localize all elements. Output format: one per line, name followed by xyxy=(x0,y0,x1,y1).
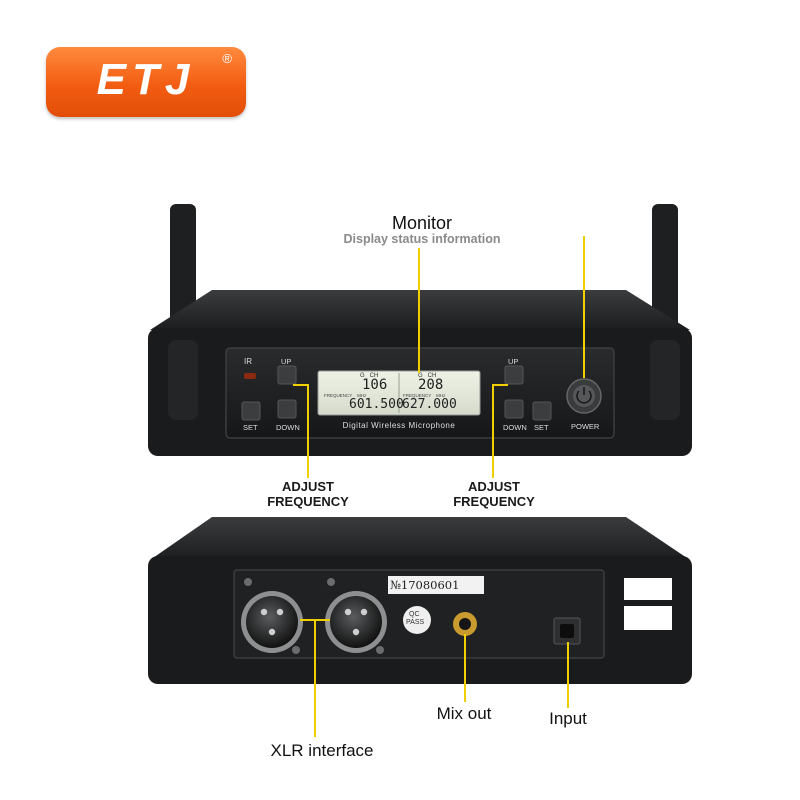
power-label: POWER xyxy=(571,422,600,431)
adjust-frequency-left-line2: FREQUENCY xyxy=(267,494,349,509)
adjust-frequency-right-line1: ADJUST xyxy=(467,479,520,494)
up-right-label: UP xyxy=(508,357,519,366)
adjust-right-line-v xyxy=(492,384,494,478)
lcd-ch-label-right: G CH xyxy=(418,373,437,379)
set-left-label: SET xyxy=(243,423,258,432)
qc-sticker xyxy=(403,606,431,634)
brand-logo: ETJ ® xyxy=(46,47,246,117)
lcd-frequency-left: 601.500 xyxy=(349,397,404,412)
lcd-freq-label-left: FREQUENCY MHz xyxy=(324,393,367,398)
xlr-interface-label: XLR interface xyxy=(270,741,374,760)
adjust-left-line-h xyxy=(293,384,309,386)
lcd-channel-left: 106 xyxy=(362,377,388,393)
input-callout-line xyxy=(567,642,569,708)
ir-label: IR xyxy=(244,357,252,366)
down-left-label: DOWN xyxy=(276,423,300,432)
serial-sticker xyxy=(388,576,484,594)
adjust-frequency-left-line1: ADJUST xyxy=(281,479,334,494)
monitor-callout-line xyxy=(418,248,420,373)
pass-label: PASS xyxy=(406,619,425,626)
down-right-button xyxy=(504,399,524,419)
logo-text: ETJ xyxy=(96,55,196,104)
set-left-button xyxy=(241,401,261,421)
lcd-freq-label-right: FREQUENCY MHz xyxy=(403,393,446,398)
up-left-label: UP xyxy=(281,357,292,366)
logo-registered-mark: ® xyxy=(222,51,232,66)
power-callout-line xyxy=(583,236,585,378)
model-label: Digital Wireless Microphone xyxy=(342,421,456,430)
xlr-callout-line-v xyxy=(314,619,316,737)
up-right-button xyxy=(504,365,524,385)
monitor-title: Monitor xyxy=(391,213,453,233)
up-left-button xyxy=(277,365,297,385)
down-right-label: DOWN xyxy=(503,423,527,432)
front-unit xyxy=(148,204,692,456)
set-right-label: SET xyxy=(534,423,549,432)
input-label: Input xyxy=(549,709,587,728)
lcd-ch-label-left: G CH xyxy=(360,373,379,379)
rear-unit xyxy=(148,517,692,684)
adjust-frequency-right-line2: FREQUENCY xyxy=(453,494,535,509)
set-right-button xyxy=(532,401,552,421)
monitor-subtitle: Display status information xyxy=(343,232,501,246)
qc-label: QC xyxy=(409,611,420,618)
adjust-right-line-h xyxy=(492,384,508,386)
lcd-channel-right: 208 xyxy=(418,377,444,393)
mix-out-label: Mix out xyxy=(436,704,492,723)
serial-number: №17080601 xyxy=(390,578,460,592)
adjust-left-line-v xyxy=(307,384,309,478)
mixout-callout-line xyxy=(464,634,466,702)
down-left-button xyxy=(277,399,297,419)
lcd-frequency-right: 627.000 xyxy=(402,397,457,412)
ir-led xyxy=(244,373,256,379)
